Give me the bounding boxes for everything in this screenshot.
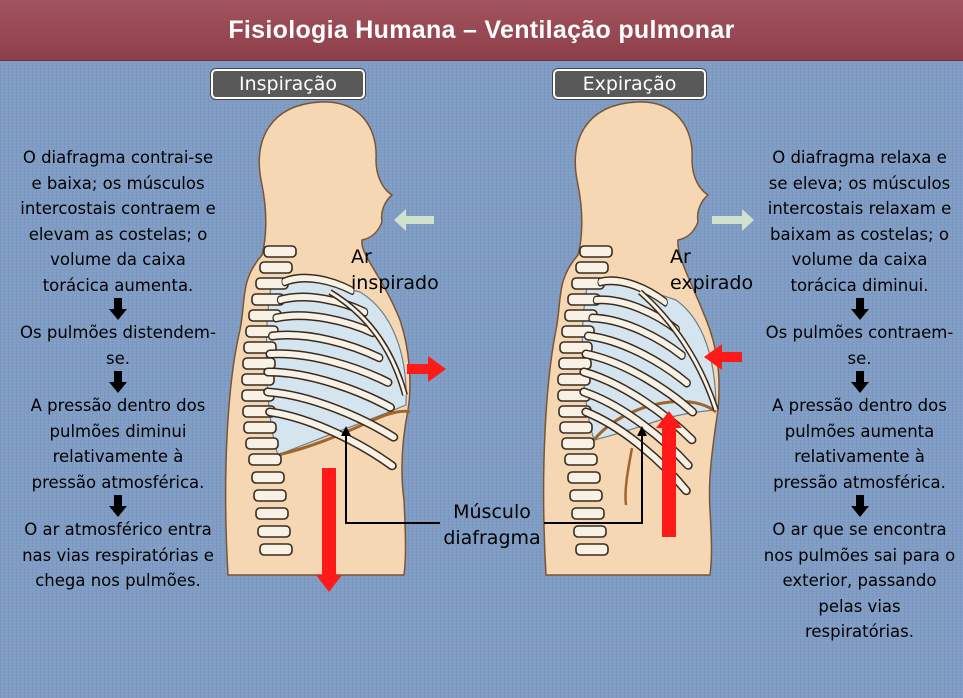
- inspiration-pointer-line: [345, 434, 440, 524]
- down-arrow-icon: [109, 298, 127, 320]
- down-arrow-icon: [109, 495, 127, 517]
- title-bar: Fisiologia Humana – Ventilação pulmonar: [0, 0, 963, 61]
- air-inspired-line2: inspirado: [351, 272, 439, 294]
- diaphragm-label-line1: Músculo: [453, 501, 531, 523]
- expiration-label: Expiração: [553, 69, 706, 99]
- inspiration-step-4: O ar atmosférico entra nas vias respirat…: [22, 520, 214, 590]
- expiration-air-arrow: [712, 209, 754, 231]
- expiration-step-2: Os pulmões contraem-se.: [765, 323, 954, 368]
- air-expired-line2: expirado: [670, 272, 754, 294]
- diaphragm-label-line2: diafragma: [443, 527, 541, 549]
- expiration-step-3: A pressão dentro dos pulmões aumenta rel…: [772, 396, 947, 492]
- inspiration-step-1: O diafragma contrai-se e baixa; os múscu…: [20, 148, 216, 295]
- page-title: Fisiologia Humana – Ventilação pulmonar: [228, 15, 735, 44]
- air-expired-line1: Ar: [670, 246, 691, 268]
- inspiration-air-arrow: [394, 209, 434, 231]
- air-expired-label: Ar expirado: [670, 244, 753, 296]
- expiration-steps: O diafragma relaxa e se eleva; os múscul…: [762, 145, 957, 645]
- inspiration-chest-arrow: [407, 356, 446, 382]
- expiration-diaphragm-arrow: [656, 411, 682, 537]
- inspiration-step-3: A pressão dentro dos pulmões diminui rel…: [30, 396, 206, 492]
- inspiration-steps: O diafragma contrai-se e baixa; os múscu…: [18, 145, 218, 594]
- down-arrow-icon: [850, 371, 869, 393]
- inspiration-diaphragm: [277, 409, 411, 457]
- inspiration-step-2: Os pulmões distendem-se.: [20, 323, 216, 368]
- inspiration-figure: [224, 101, 446, 592]
- expiration-chest-arrow: [704, 344, 742, 370]
- inspiration-diaphragm-arrow: [316, 468, 342, 592]
- down-arrow-icon: [109, 371, 127, 393]
- expiration-step-4: O ar que se encontra nos pulmões sai par…: [763, 520, 956, 641]
- diaphragm-muscle-label: Músculo diafragma: [442, 499, 542, 551]
- air-inspired-line1: Ar: [351, 246, 372, 268]
- down-arrow-icon: [850, 495, 869, 517]
- inspiration-label: Inspiração: [211, 69, 365, 99]
- down-arrow-icon: [850, 298, 869, 320]
- expiration-figure: [542, 101, 754, 576]
- air-inspired-label: Ar inspirado: [351, 244, 439, 296]
- expiration-step-1: O diafragma relaxa e se eleva; os múscul…: [767, 148, 952, 295]
- expiration-pointer-line: [544, 434, 643, 524]
